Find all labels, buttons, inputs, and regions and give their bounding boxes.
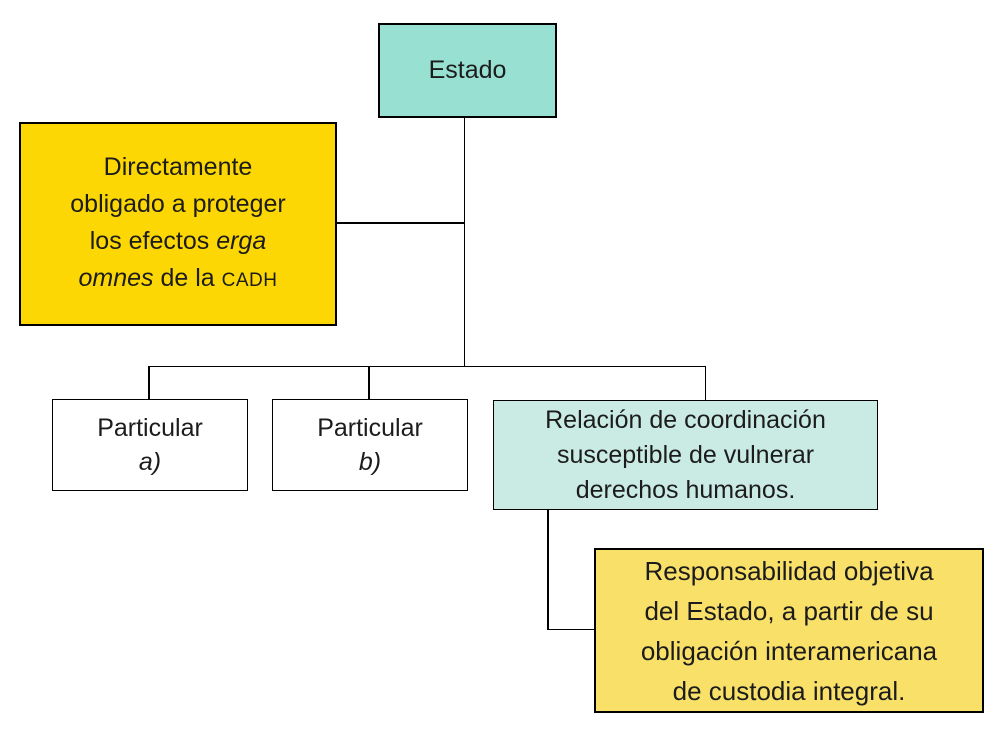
node-responsabilidad-line4: de custodia integral. <box>672 675 906 706</box>
node-particular-a: Particular a) <box>52 399 248 491</box>
node-responsabilidad-line1: Responsabilidad objetiva <box>644 555 934 586</box>
connector-branch-horizontal <box>148 365 706 367</box>
node-particular-b-sub: b) <box>358 448 382 476</box>
cadh-smallcaps-label: CADH <box>221 270 278 291</box>
connector-obligado-horizontal <box>337 222 464 224</box>
node-particular-a-title: Particular <box>97 414 203 442</box>
node-relacion-line2: susceptible de vulnerar <box>556 440 815 469</box>
node-obligado-line3: los efectos erga <box>89 227 267 255</box>
node-obligado-line2: obligado a proteger <box>70 190 286 218</box>
node-relacion-line3: derechos humanos. <box>575 475 796 504</box>
node-relacion-line1: Relación de coordinación <box>545 405 826 434</box>
node-obligado: Directamente obligado a proteger los efe… <box>19 122 337 326</box>
connector-estado-vertical <box>463 118 465 366</box>
node-responsabilidad: Responsabilidad objetiva del Estado, a p… <box>594 548 984 713</box>
node-relacion: Relación de coordinación susceptible de … <box>493 400 878 510</box>
node-estado: Estado <box>378 23 557 118</box>
connector-relacion-elbow-horizontal <box>547 628 595 630</box>
connector-drop-particular-a <box>148 366 150 399</box>
node-obligado-line1: Directamente <box>103 153 253 181</box>
node-obligado-line4: omnes de la CADH <box>78 264 278 292</box>
node-estado-label: Estado <box>428 56 507 84</box>
connector-drop-relacion <box>704 366 706 400</box>
node-particular-b-title: Particular <box>317 414 423 442</box>
node-responsabilidad-line3: obligación interamericana <box>640 635 938 666</box>
connector-relacion-elbow-vertical <box>547 509 549 630</box>
node-particular-a-sub: a) <box>138 448 162 476</box>
connector-drop-particular-b <box>368 366 370 399</box>
node-responsabilidad-line2: del Estado, a partir de su <box>644 595 934 626</box>
node-particular-b: Particular b) <box>272 399 468 491</box>
